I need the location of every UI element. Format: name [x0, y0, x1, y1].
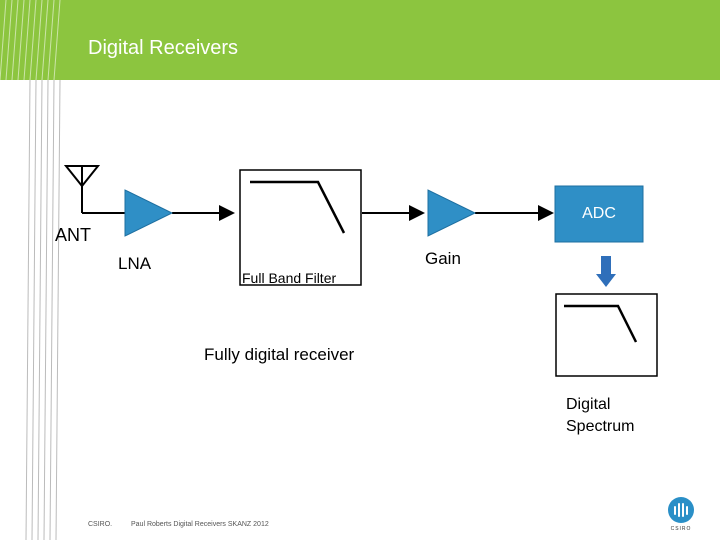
antenna-icon: [63, 165, 101, 213]
digital-spectrum-box: [555, 293, 658, 377]
adc-box: [554, 185, 644, 243]
csiro-logo-icon: CSIRO: [665, 495, 697, 535]
down-arrow-icon: [596, 256, 616, 287]
lowpass-curve-icon: [250, 180, 346, 234]
spectrum-label-line1: Digital: [566, 396, 611, 413]
side-stripe-pattern: [25, 80, 61, 540]
spectrum-label-line2: Spectrum: [566, 418, 635, 435]
header-band: Digital Receivers: [0, 0, 720, 80]
antenna-label: ANT: [55, 225, 91, 245]
gain-label: Gain: [425, 249, 461, 268]
header-stripe-pattern: [0, 0, 61, 80]
logo-text: CSIRO: [670, 526, 692, 532]
footer-citation: Paul Roberts Digital Receivers SKANZ 201…: [131, 521, 269, 528]
spectrum-label: Digital Spectrum: [566, 394, 634, 438]
gain-amplifier-icon: [427, 189, 477, 237]
slide-title: Digital Receivers: [88, 37, 239, 59]
spectrum-lowpass-curve-icon: [564, 304, 638, 343]
filter-label: Full Band Filter: [242, 270, 337, 286]
lna-label: LNA: [118, 254, 152, 273]
lna-amplifier-icon: [124, 189, 174, 237]
full-band-filter-box: [239, 169, 362, 286]
footer-org: CSIRO.: [88, 521, 113, 528]
adc-label: ADC: [582, 205, 616, 222]
receiver-caption: Fully digital receiver: [204, 345, 355, 364]
csiro-logo-mark: [668, 497, 694, 523]
